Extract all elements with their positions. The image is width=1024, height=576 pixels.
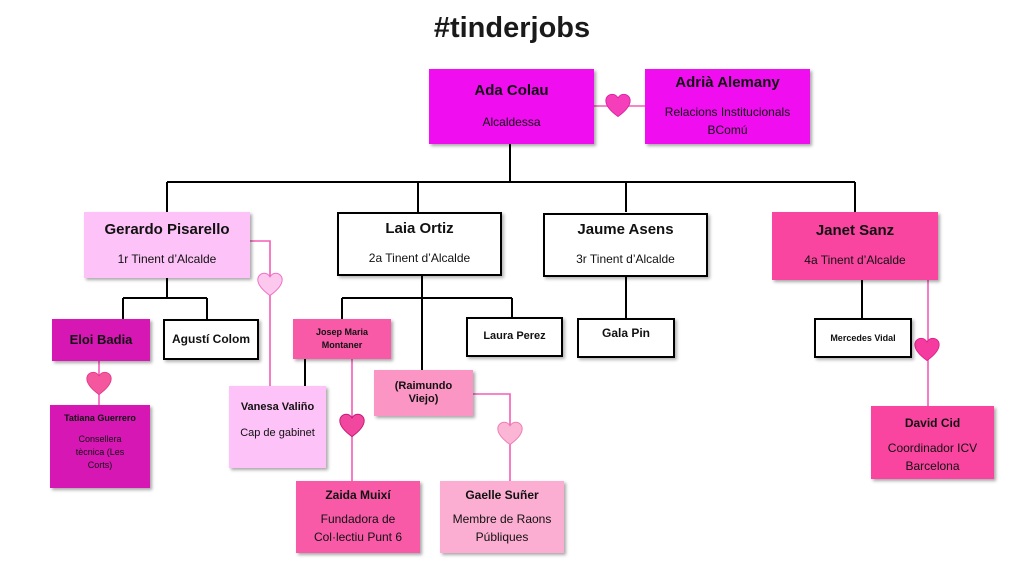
node-name: Vanesa Valiño	[240, 401, 315, 413]
node-role: Alcaldessa	[482, 114, 541, 129]
node-role-line: BComú	[707, 122, 748, 137]
chart-title: #tinderjobs	[433, 12, 591, 44]
node-name: Laura Perez	[483, 330, 546, 343]
node-role: Fundadora de Col·lectiu Punt 6	[314, 511, 402, 546]
node-role: Cap de gabinet	[240, 427, 315, 440]
node-name-line: Josep Maria	[315, 326, 369, 337]
node-eloi-badia: Eloi Badia	[52, 319, 150, 361]
node-name: Zaida Muixí	[325, 488, 391, 502]
node-david-cid: David Cid Coordinador ICV Barcelona	[871, 406, 994, 479]
node-name: Eloi Badia	[69, 332, 133, 348]
node-name: Tatiana Guerrero	[64, 413, 136, 423]
node-name: Mercedes Vidal	[830, 332, 896, 343]
heart-icon	[86, 371, 112, 396]
node-role: Consellera tècnica (Les Corts)	[76, 433, 125, 472]
node-ada-colau: Ada Colau Alcaldessa	[429, 69, 594, 144]
node-role: 3r Tinent d’Alcalde	[576, 252, 675, 267]
node-name: Adrià Alemany	[675, 74, 780, 92]
node-role: Membre de Raons Públiques	[453, 511, 552, 546]
node-role: 2a Tinent d’Alcalde	[368, 251, 471, 266]
node-name: Laia Ortiz	[385, 220, 454, 238]
node-name-line: Montaner	[321, 340, 363, 350]
node-name: David Cid	[904, 416, 961, 430]
node-mercedes-vidal: Mercedes Vidal	[814, 318, 912, 358]
node-role-line: Corts)	[87, 459, 113, 470]
node-name: Gala Pin	[601, 325, 651, 340]
node-role: 4a Tinent d’Alcalde	[804, 253, 906, 268]
node-role-line: tècnica (Les	[75, 446, 125, 457]
node-name: Janet Sanz	[815, 222, 895, 240]
node-josep-maria-montaner: Josep Maria Montaner	[293, 319, 391, 359]
node-name: Agustí Colom	[172, 332, 250, 347]
heart-icon	[605, 93, 631, 118]
node-raimundo-viejo: (Raimundo Viejo)	[374, 370, 473, 416]
heart-icon	[339, 413, 365, 438]
node-role: Relacions Institucionals BComú	[665, 104, 790, 139]
node-name: Jaume Asens	[577, 221, 674, 239]
node-name: Josep Maria Montaner	[316, 326, 368, 353]
node-role: 1r Tinent d’Alcalde	[117, 252, 217, 267]
heart-icon	[257, 272, 283, 297]
node-zaida-muixi: Zaida Muixí Fundadora de Col·lectiu Punt…	[296, 481, 420, 553]
node-role-line: Membre de Raons	[452, 512, 552, 527]
node-role-line: Relacions Institucionals	[664, 105, 791, 120]
relation-line	[473, 393, 511, 481]
node-gaelle-suner: Gaelle Suñer Membre de Raons Públiques	[440, 481, 564, 553]
node-tatiana-guerrero: Tatiana Guerrero Consellera tècnica (Les…	[50, 405, 150, 488]
node-janet-sanz: Janet Sanz 4a Tinent d’Alcalde	[772, 212, 938, 280]
node-role-line: Coordinador ICV	[887, 441, 978, 456]
heart-icon	[914, 337, 940, 362]
node-name-line: (Raimundo	[394, 379, 453, 392]
node-laia-ortiz: Laia Ortiz 2a Tinent d’Alcalde	[337, 212, 502, 276]
node-role-line: Públiques	[475, 529, 529, 544]
node-name-line: Viejo)	[408, 393, 439, 405]
node-adria-alemany: Adrià Alemany Relacions Institucionals B…	[645, 69, 810, 144]
node-role-line: Col·lectiu Punt 6	[313, 529, 403, 544]
node-name: Ada Colau	[474, 81, 549, 99]
relation-line	[250, 240, 271, 386]
heart-icon	[497, 421, 523, 446]
node-jaume-asens: Jaume Asens 3r Tinent d’Alcalde	[543, 213, 708, 277]
node-name: (Raimundo Viejo)	[395, 380, 452, 406]
node-name: Gaelle Suñer	[465, 488, 539, 502]
node-laura-perez: Laura Perez	[466, 317, 563, 357]
node-gerardo-pisarello: Gerardo Pisarello 1r Tinent d’Alcalde	[84, 212, 250, 278]
node-role-line: Consellera	[78, 433, 122, 444]
node-gala-pin: Gala Pin	[577, 318, 675, 358]
node-role-line: Barcelona	[905, 458, 960, 473]
node-agusti-colom: Agustí Colom	[163, 319, 259, 360]
node-role-line: Fundadora de	[320, 512, 396, 527]
node-vanesa-valino: Vanesa Valiño Cap de gabinet	[229, 386, 326, 468]
node-name: Gerardo Pisarello	[104, 221, 230, 239]
node-role: Coordinador ICV Barcelona	[888, 440, 977, 475]
